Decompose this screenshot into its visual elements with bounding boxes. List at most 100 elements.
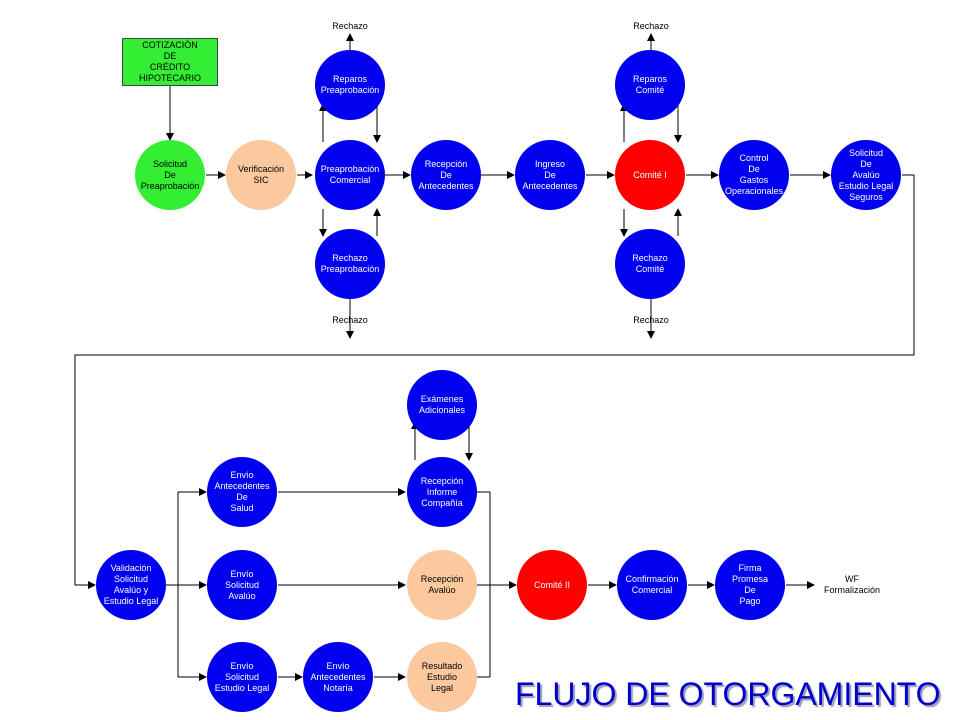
node-text-line: Preaprobación: [140, 180, 200, 191]
node-text-line: De: [164, 169, 176, 180]
node-text-line: Preaprobación: [320, 85, 380, 95]
node-text-line: Solicitud: [152, 158, 188, 169]
node-text-line: Comité I: [633, 169, 667, 180]
node-text-line: Comité: [635, 85, 665, 95]
node-text-line: Reparos: [332, 74, 368, 84]
node-text-line: Envío: [230, 470, 254, 480]
node-text-line: Estudio Legal: [838, 180, 894, 191]
node-text-line: Verificación: [237, 164, 285, 174]
node-text-line: Comercial: [631, 585, 673, 595]
label-rechazo-bottom-2: Rechazo: [633, 315, 669, 325]
node-text-line: Salud: [230, 503, 254, 513]
node-text-line: Antecedentes: [418, 180, 474, 191]
label-rechazo-top-1: Rechazo: [332, 21, 368, 31]
node-text-line: Envío: [326, 660, 350, 671]
node-comite-2: Comité II: [517, 550, 587, 620]
node-text-line: Compañía: [421, 497, 463, 508]
node-text-line: Estudio Legal: [214, 682, 270, 693]
node-text-line: Legal: [430, 682, 454, 693]
node-text-line: Informe: [426, 486, 458, 497]
node-text-line: Rechazo: [332, 253, 368, 263]
node-text-line: Rechazo: [632, 253, 668, 263]
node-text-line: Recepción: [420, 574, 464, 584]
node-text-line: Preaprobación: [320, 264, 380, 274]
node-text-line: Antecedentes: [214, 481, 270, 491]
label-wf: WF: [845, 574, 859, 584]
node-text-line: Solicitud: [224, 671, 260, 682]
node-text-line: Confirmación: [625, 574, 679, 584]
node-text-line: Seguros: [849, 191, 883, 202]
node-text-line: De: [744, 585, 756, 595]
node-text-line: COTIZACIÓN: [142, 40, 198, 50]
label-rechazo-bottom-1: Rechazo: [332, 315, 368, 325]
node-text-line: Comercial: [329, 175, 371, 185]
node-text-line: De: [860, 158, 872, 169]
node-text-line: Envío: [230, 660, 254, 671]
node-text-line: Comité II: [533, 579, 570, 590]
node-text-line: CRÉDITO: [149, 62, 191, 72]
node-text-line: SIC: [253, 175, 269, 185]
label-formalizacion: Formalización: [823, 585, 881, 595]
node-text-line: Comité: [635, 264, 665, 274]
node-text-line: Reparos: [632, 74, 668, 84]
node-text-line: Ingreso: [534, 158, 566, 169]
page-title: FLUJO DE OTORGAMIENTO: [515, 676, 941, 712]
node-text-line: Recepción: [420, 475, 464, 486]
node-text-line: Solicitud: [848, 147, 884, 158]
node-text-line: Notaría: [323, 682, 353, 693]
node-text-line: Solicitud: [224, 579, 260, 590]
label-wf-formalizacion: WF Formalización: [812, 574, 892, 596]
node-text-line: Avalúo: [852, 169, 880, 180]
node-text-line: Resultado: [421, 660, 463, 671]
node-text-line: Exámenes: [420, 394, 464, 404]
node-text-line: De: [544, 169, 556, 180]
node-text-line: Avalúo: [428, 585, 456, 595]
label-rechazo-top-2: Rechazo: [633, 21, 669, 31]
node-text-line: Gastos: [739, 175, 769, 185]
link-solicitud-avaluo-validacion: [74, 174, 915, 589]
node-text-line: Solicitud: [113, 574, 149, 584]
node-text-line: Promesa: [731, 574, 768, 584]
node-text-line: De: [748, 164, 760, 174]
node-text-line: Recepción: [424, 158, 468, 169]
node-text-line: De: [440, 169, 452, 180]
node-text-line: Validación: [110, 563, 152, 573]
node-text-line: Antecedentes: [522, 180, 578, 191]
node-text-line: Avalúo y: [113, 585, 149, 595]
node-text-line: Control: [739, 153, 769, 163]
node-text-line: Operacionales: [724, 186, 784, 196]
node-text-line: Envío: [230, 568, 254, 579]
node-text-line: Antecedentes: [310, 671, 366, 682]
node-text-line: Estudio: [426, 671, 458, 682]
node-text-line: Avalúo: [228, 590, 256, 601]
node-text-line: Preaprobación: [320, 164, 380, 174]
node-comite-1: Comité I: [615, 140, 685, 210]
node-text-line: De: [236, 492, 248, 502]
node-text-line: Firma: [738, 563, 762, 573]
node-text-line: Adicionales: [418, 405, 466, 415]
